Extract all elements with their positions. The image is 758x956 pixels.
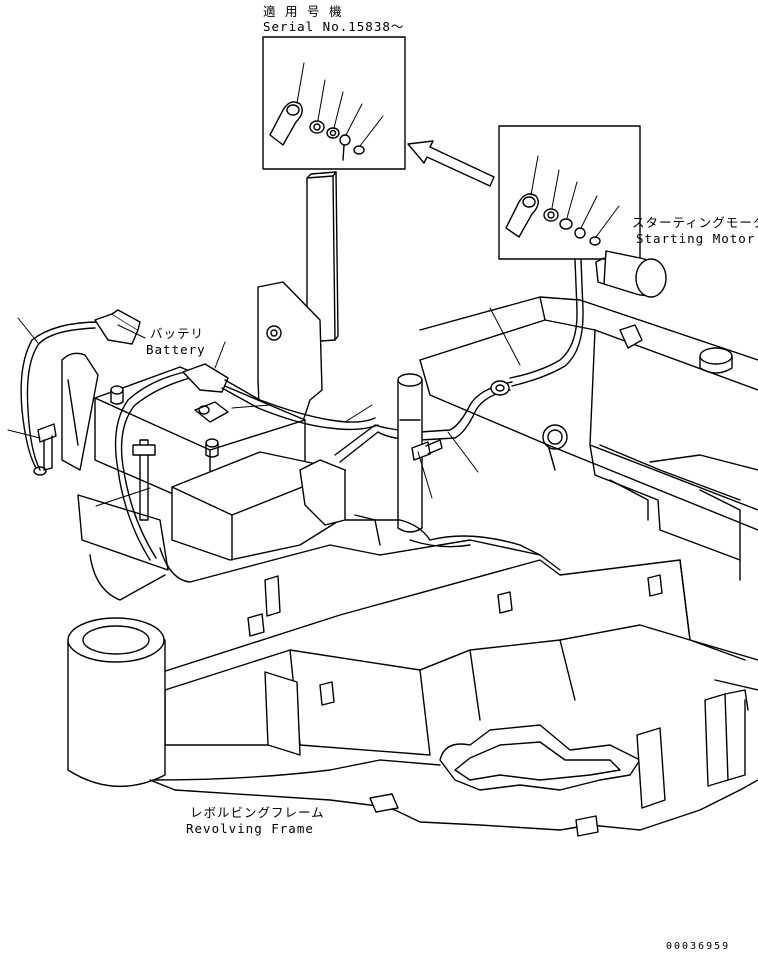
battery-cover — [171, 451, 346, 561]
arrow-icon — [407, 140, 495, 187]
battery-label-jp: バッテリ — [150, 326, 205, 341]
leader-lines — [7, 307, 521, 507]
deck-details — [354, 514, 541, 556]
frame-side-member — [419, 296, 758, 581]
vertical-bracket — [306, 171, 339, 343]
detail-inset-starter — [498, 125, 641, 260]
revolving-frame — [67, 519, 758, 837]
starter-label-jp: スターティングモータ — [632, 215, 758, 230]
battery-label-en: Battery — [146, 342, 206, 357]
starter-cable — [334, 259, 584, 463]
frame-label-en: Revolving Frame — [186, 821, 314, 836]
serial-label-jp: 適 用 号 機 — [263, 4, 343, 19]
detail-inset-serial — [262, 36, 406, 170]
starter-label-en: Starting Motor — [636, 231, 756, 246]
post — [397, 373, 423, 533]
drawing-code: 00036959 — [666, 941, 731, 952]
left-plate — [257, 281, 323, 431]
frame-label-jp: レボルビングフレーム — [190, 805, 325, 820]
battery-cables — [20, 309, 379, 561]
bolt-left — [37, 423, 57, 471]
serial-label-en: Serial No.15838～ — [263, 19, 405, 34]
clip-bolt — [132, 439, 156, 521]
starting-motor — [595, 250, 667, 298]
bolt-post — [411, 439, 443, 461]
